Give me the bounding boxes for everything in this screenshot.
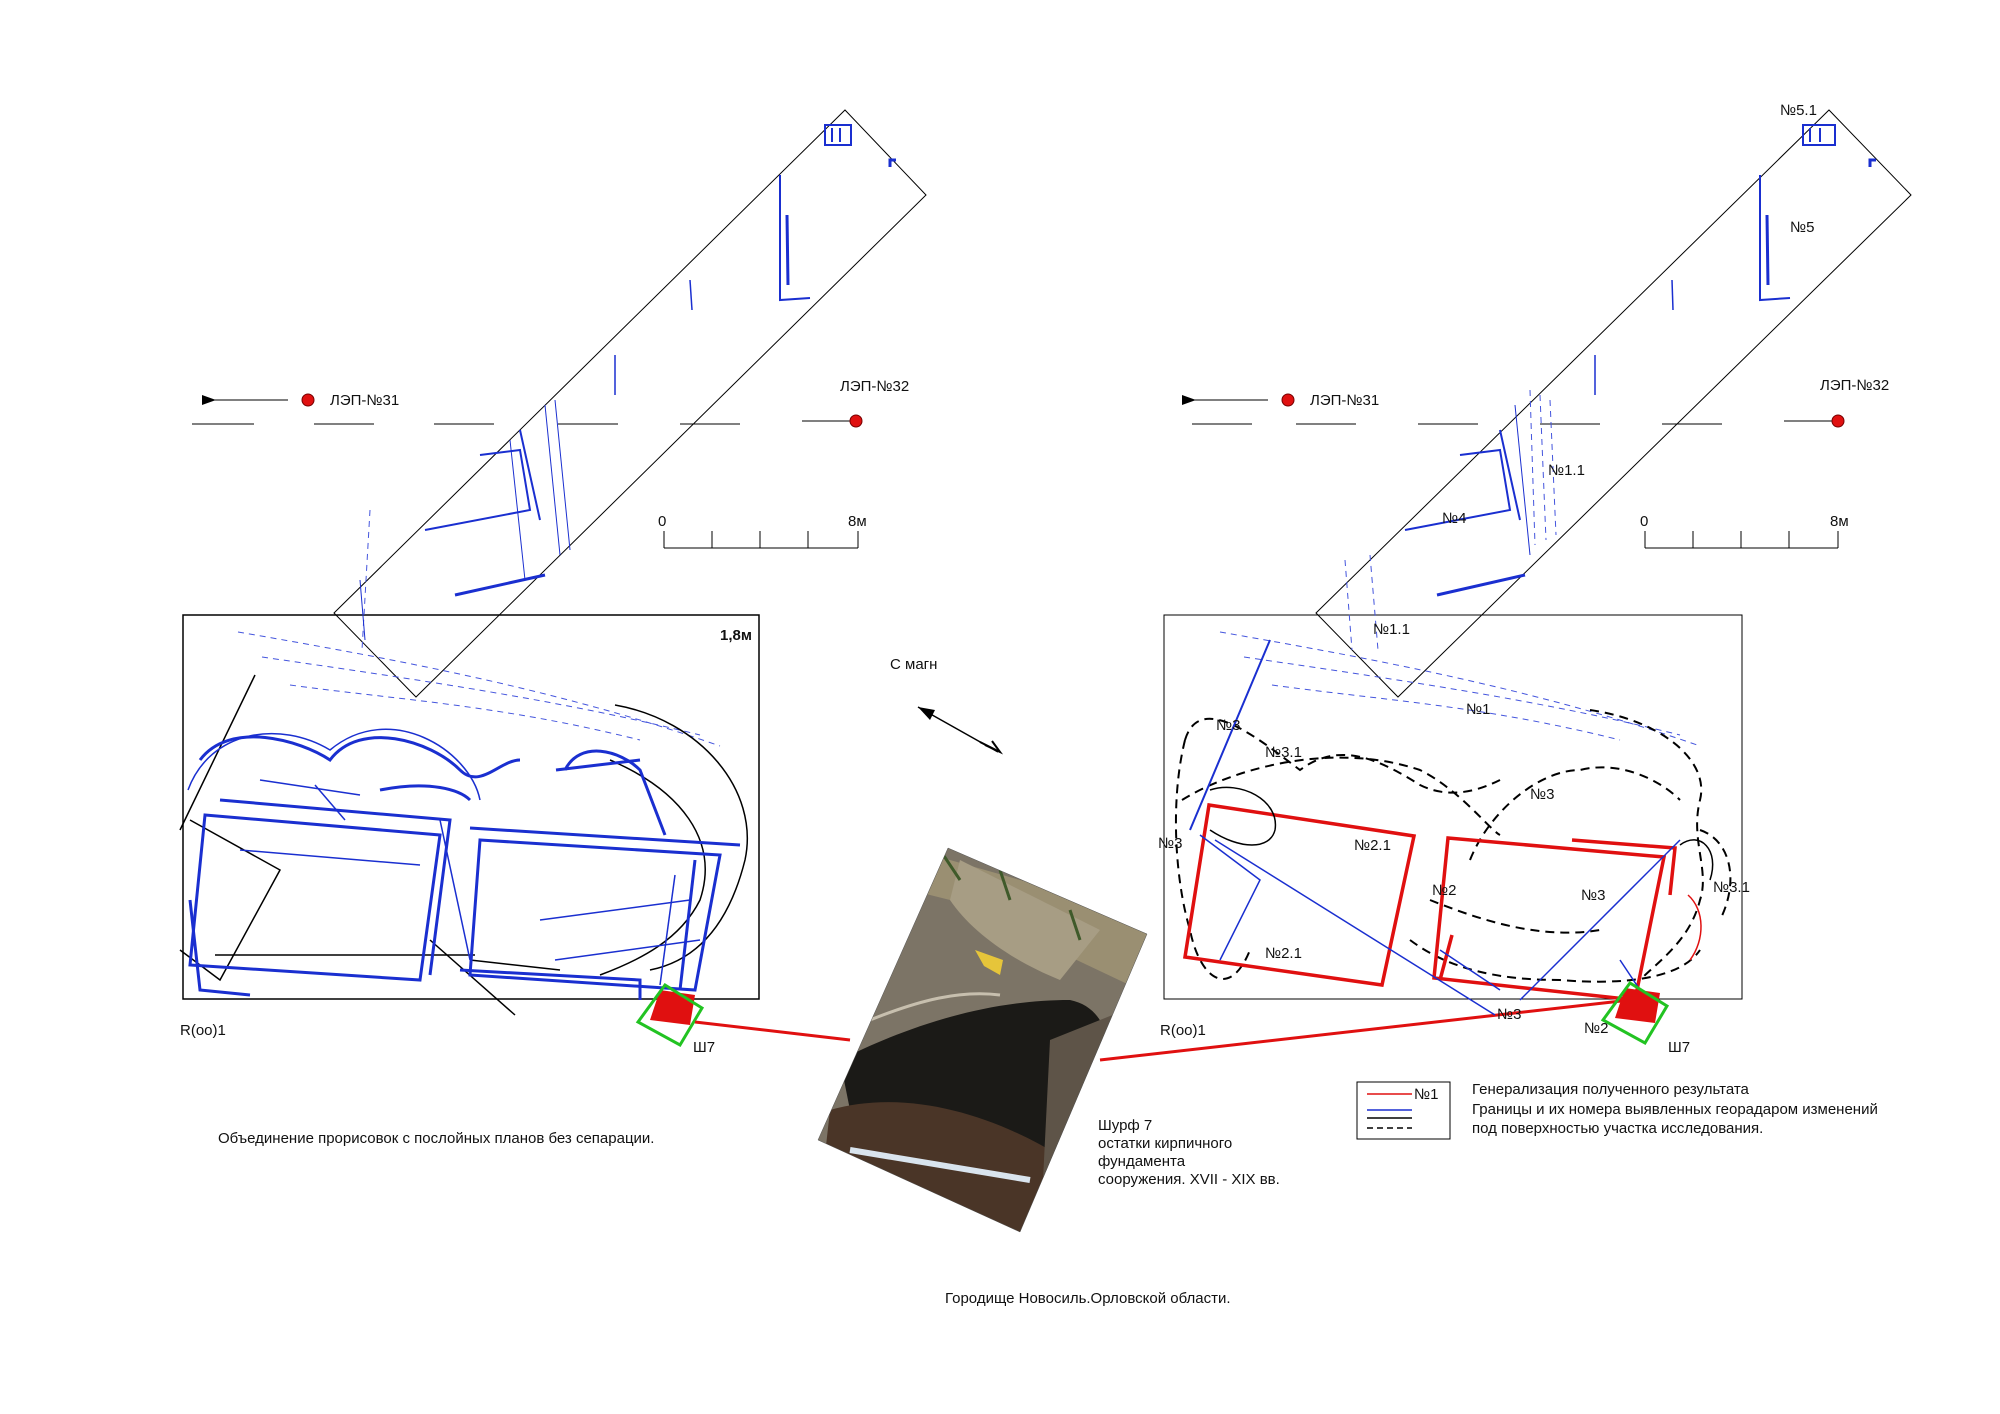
scale-end-right: 8м xyxy=(1830,513,1849,530)
right-plan: ЛЭП-№31 ЛЭП-№32 0 8м xyxy=(1158,102,1912,1056)
result-thin-right xyxy=(1687,894,1702,961)
north-arrow-label: С магн xyxy=(890,656,937,673)
scale-start-right: 0 xyxy=(1640,513,1648,530)
anomaly-label-2-1-a: №2.1 xyxy=(1354,837,1391,854)
pit-7-frame-right xyxy=(1600,980,1670,1046)
black-thin-right xyxy=(1209,786,1714,881)
pit-7-frame-left xyxy=(635,982,705,1048)
legend: №1 Генерализация полученного результата … xyxy=(1356,1081,1878,1140)
anomaly-label-2-1-b: №2.1 xyxy=(1265,945,1302,962)
blue-boundaries-right xyxy=(1189,124,1876,1016)
anomaly-label-1: №1 xyxy=(1466,701,1490,718)
legend-sample-box xyxy=(1356,1081,1451,1140)
anomaly-label-3-a: №3 xyxy=(1216,717,1240,734)
benchmark-left: R(оо)1 xyxy=(180,1022,226,1039)
pole-label-32-left: ЛЭП-№32 xyxy=(840,378,909,395)
blue-thin-lines-left xyxy=(187,728,701,986)
photo-caption-line3: фундамента xyxy=(1098,1153,1186,1170)
anomaly-label-2-b: №2 xyxy=(1584,1020,1608,1037)
survey-rect-right xyxy=(1163,614,1743,1000)
benchmark-right: R(оо)1 xyxy=(1160,1022,1206,1039)
legend-line3: под поверхностью участка исследования. xyxy=(1472,1120,1763,1137)
pole-label-32-right: ЛЭП-№32 xyxy=(1820,377,1889,394)
scale-start-left: 0 xyxy=(658,513,666,530)
anomaly-label-3-1-b: №3.1 xyxy=(1713,879,1750,896)
power-line-right xyxy=(1182,395,1838,425)
anomaly-label-1-1-bottom: №1.1 xyxy=(1373,621,1410,638)
legend-sample-label: №1 xyxy=(1414,1086,1438,1103)
scale-end-left: 8м xyxy=(848,513,867,530)
pit-label-right: Ш7 xyxy=(1668,1039,1690,1056)
pole-marker-31-left xyxy=(301,393,315,407)
pole-label-31-left: ЛЭП-№31 xyxy=(330,392,399,409)
survey-strip-right xyxy=(1315,109,1912,698)
scale-bar-left xyxy=(663,531,859,549)
anomaly-label-4: №4 xyxy=(1442,510,1466,527)
pole-marker-31-right xyxy=(1281,393,1295,407)
dashed-anomaly-lines-right xyxy=(1219,389,1701,747)
pole-marker-32-right xyxy=(1831,414,1845,428)
anomaly-label-1-1-top: №1.1 xyxy=(1548,462,1585,479)
anomaly-label-2-a: №2 xyxy=(1432,882,1456,899)
connector-lines xyxy=(694,998,1631,1062)
caption-left: Объединение прорисовок с послойных плано… xyxy=(218,1130,654,1147)
survey-strip-left xyxy=(333,109,927,698)
power-line-left xyxy=(192,395,856,425)
depth-label-left: 1,8м xyxy=(720,627,752,644)
pit-7-fill-right xyxy=(1615,988,1660,1023)
north-arrow: С магн xyxy=(890,656,1004,755)
footer-title: Городище Новосиль.Орловской области. xyxy=(945,1290,1231,1307)
photo-caption-line2: остатки кирпичного xyxy=(1098,1135,1232,1152)
legend-line1: Генерализация полученного результата xyxy=(1472,1081,1750,1098)
photo-caption-line4: сооружения. XVII - XIX вв. xyxy=(1098,1171,1280,1188)
pit-label-left: Ш7 xyxy=(693,1039,715,1056)
scale-bar-right xyxy=(1644,531,1839,549)
anomaly-label-3-d: №3 xyxy=(1581,887,1605,904)
left-plan: ЛЭП-№31 ЛЭП-№32 0 8м xyxy=(179,109,927,1147)
survey-rect-left xyxy=(182,614,760,1000)
strip-features-left xyxy=(359,124,896,641)
blue-anomaly-lines-left xyxy=(188,735,741,1000)
anomaly-label-3-b: №3 xyxy=(1530,786,1554,803)
anomaly-label-3-c: №3 xyxy=(1158,835,1182,852)
pole-marker-32-left xyxy=(849,414,863,428)
anomaly-label-5-1: №5.1 xyxy=(1780,102,1817,119)
dashed-anomaly-lines-left xyxy=(237,509,721,747)
legend-line2: Границы и их номера выявленных георадаро… xyxy=(1472,1101,1878,1118)
pole-label-31-right: ЛЭП-№31 xyxy=(1310,392,1379,409)
anomaly-label-3-e: №3 xyxy=(1497,1006,1521,1023)
anomaly-label-5: №5 xyxy=(1790,219,1814,236)
photo-caption-line1: Шурф 7 xyxy=(1098,1117,1152,1134)
pit-7-fill-left xyxy=(650,990,695,1025)
anomaly-label-3-1-a: №3.1 xyxy=(1265,744,1302,761)
